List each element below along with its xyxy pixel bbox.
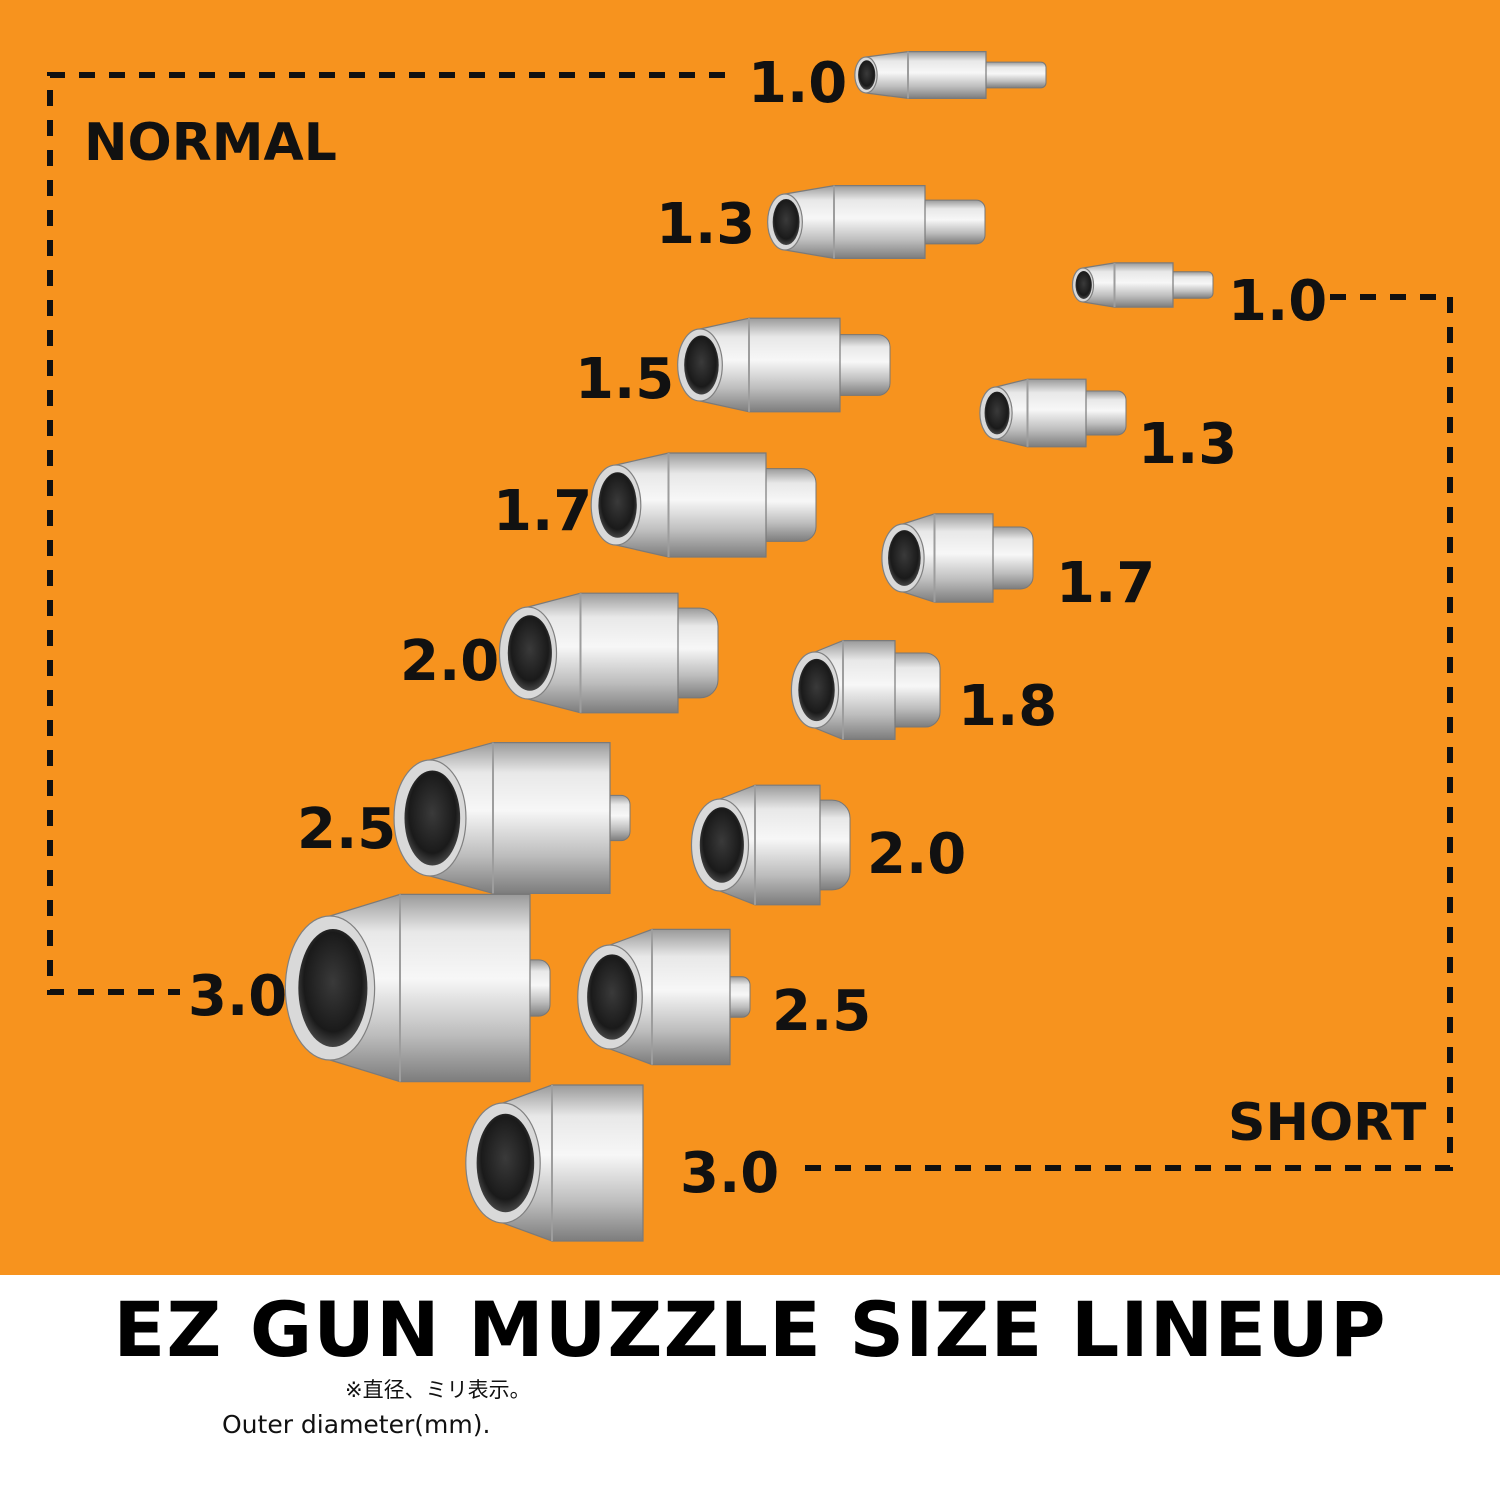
short-size-1-8: 1.8 (958, 674, 1057, 739)
normal-group-label: NORMAL (84, 113, 337, 173)
normal-group-frame (47, 72, 725, 995)
short-size-1-0: 1.0 (1228, 269, 1327, 334)
short-muzzle-1-3 (979, 378, 1127, 448)
short-size-3-0: 3.0 (680, 1141, 779, 1206)
short-group-frame (800, 294, 1453, 1171)
orange-background (0, 0, 1500, 1275)
normal-muzzle-2-5 (393, 742, 631, 894)
normal-muzzle-1-3 (767, 185, 986, 259)
normal-muzzle-3-0 (284, 893, 551, 1083)
page-title: EZ GUN MUZZLE SIZE LINEUP (113, 1285, 1387, 1374)
normal-muzzles (284, 51, 1047, 1083)
normal-size-1-0: 1.0 (748, 51, 847, 116)
short-size-1-3: 1.3 (1138, 412, 1237, 477)
muzzle-illustration: NORMAL SHORT 1.0 1.3 1.5 1.7 2.0 2.5 3.0… (0, 0, 1500, 1275)
normal-size-2-5: 2.5 (297, 797, 396, 862)
size-labels: 1.0 1.3 1.5 1.7 2.0 2.5 3.0 1.0 1.3 1.7 … (188, 51, 1327, 1206)
short-muzzle-2-5 (577, 928, 751, 1066)
short-muzzle-3-0 (465, 1084, 644, 1242)
short-size-1-7: 1.7 (1056, 551, 1155, 616)
note-japanese: ※直径、ミリ表示。 (345, 1378, 531, 1402)
normal-size-1-5: 1.5 (575, 347, 674, 412)
short-muzzle-2-0 (690, 784, 851, 906)
short-muzzle-1-8 (790, 640, 941, 740)
short-muzzle-1-7 (881, 513, 1034, 603)
normal-muzzle-1-0 (854, 51, 1047, 99)
normal-muzzle-1-5 (677, 317, 891, 413)
short-group-label: SHORT (1228, 1093, 1427, 1153)
note-english: Outer diameter(mm). (222, 1410, 491, 1439)
normal-muzzle-1-7 (590, 452, 817, 558)
normal-muzzle-2-0 (498, 592, 719, 714)
normal-size-2-0: 2.0 (400, 629, 499, 694)
short-size-2-5: 2.5 (772, 979, 871, 1044)
short-muzzles (465, 262, 1214, 1242)
short-size-2-0: 2.0 (867, 822, 966, 887)
normal-size-3-0: 3.0 (188, 964, 287, 1029)
short-muzzle-1-0 (1071, 262, 1214, 308)
normal-size-1-3: 1.3 (656, 192, 755, 257)
normal-size-1-7: 1.7 (493, 479, 592, 544)
